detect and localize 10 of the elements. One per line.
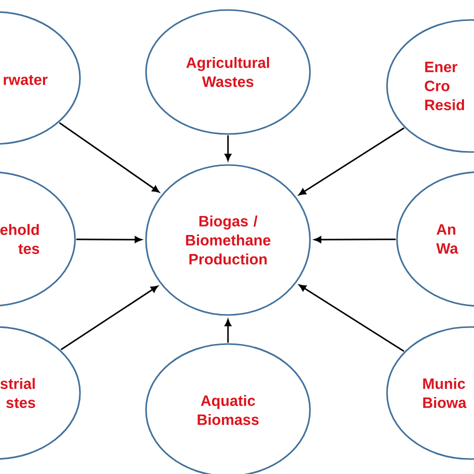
- arrow: [298, 127, 404, 196]
- ellipse-node: Agricultural Wastes: [145, 9, 311, 135]
- arrow: [224, 135, 232, 161]
- arrow: [58, 122, 160, 193]
- arrow: [60, 286, 158, 350]
- arrow: [76, 236, 142, 243]
- arrow: [224, 319, 232, 343]
- arrow: [298, 284, 404, 352]
- arrow: [314, 236, 396, 243]
- ellipse-node: Biogas / Biomethane Production: [145, 164, 311, 316]
